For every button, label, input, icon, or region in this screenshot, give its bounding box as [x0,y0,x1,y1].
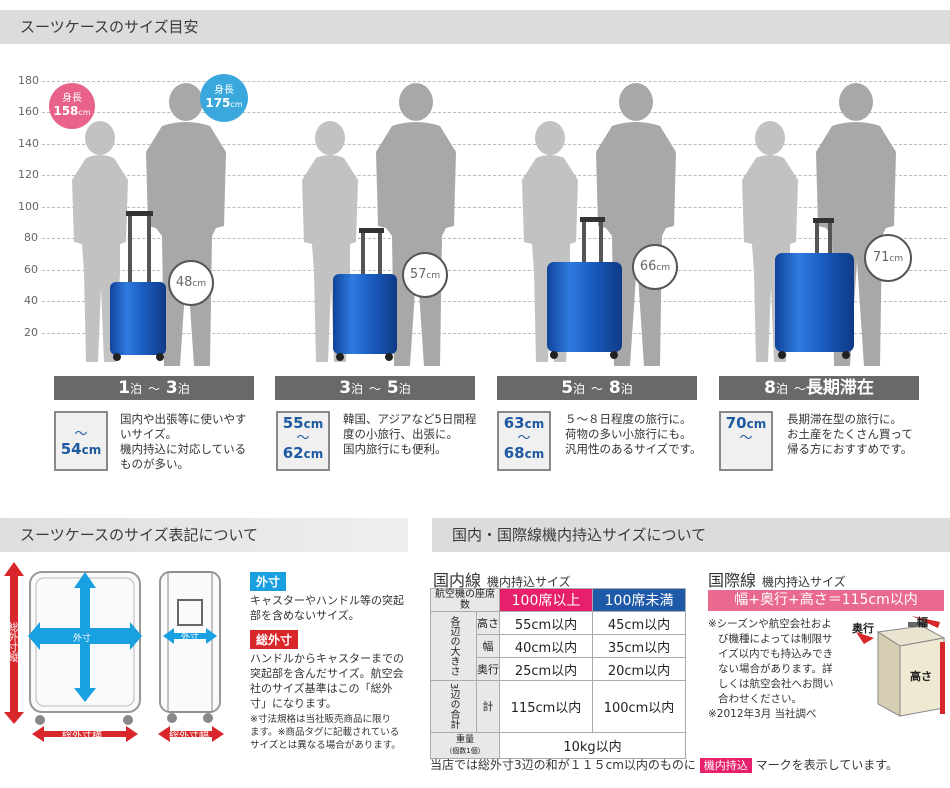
y-tick: 180 [18,74,39,87]
notation-section-title: スーツケースのサイズ表記について [0,518,408,552]
bubble-value: 66 [639,259,657,274]
size-range-box: 〜 54cm [54,411,108,471]
cell: 40cm以内 [499,634,593,658]
fig-total-depth-label: 総外寸幅 [169,731,209,742]
grid-line [42,238,947,239]
col-under-100: 100席未満 [592,588,686,612]
carryon-badge: 機内持込 [699,758,752,773]
fig-width-label: 幅 [917,616,928,629]
trip-description: 長期滞在型の旅行に。お土産をたくさん買って帰る方におすすめです。 [787,412,913,456]
notation-text: 外寸 キャスターやハンドル等の突起部を含めないサイズ。 総外寸 ハンドルからキャ… [250,571,415,752]
bubble-value: 57 [409,267,427,282]
grid-line [42,175,947,176]
fig-outer-label: 外寸 [181,633,200,643]
cell: 25cm以内 [499,657,593,681]
y-tick: 80 [24,231,38,244]
international-suitcase-figure [856,616,946,717]
fig-total-height-label: 総外寸縦 [6,622,17,662]
y-tick: 60 [24,263,38,276]
grid-line [42,207,947,208]
weight-cell: 10kg以内 [499,732,686,759]
size-range-box: 55cm 〜 62cm [276,411,330,471]
domestic-carryon-table: 航空機の座席数 100席以上 100席未満 各辺の大きさ 高さ 55cm以内 4… [430,588,686,759]
international-title: 国際線機内持込サイズ [708,571,846,590]
female-height-bubble: 身長 158cm [49,83,95,129]
bubble-value: 48 [175,275,193,290]
y-tick: 140 [18,137,39,150]
y-tick: 120 [18,168,39,181]
cell: 20cm以内 [592,657,686,681]
grid-line [42,112,947,113]
suitcase-height-bubble: 48cm [168,260,214,306]
footer-note: 当店では総外寸3辺の和が１１５cm以内のものに 機内持込 マークを表示しています… [430,758,899,773]
y-tick: 20 [24,326,38,339]
fig-total-width-label: 総外寸横 [62,731,102,742]
domestic-title: 国内線機内持込サイズ [433,571,571,590]
international-size-banner: 幅+奥行+高さ＝115cm以内 [708,590,944,611]
size-range-box: 63cm 〜 68cm [497,411,551,471]
sum-label: 計 [476,680,500,733]
notation-note: ※寸法規格は当社販売商品に限ります。※商品タグに記載されているサイズとは異なる場… [250,714,401,751]
height-unit: cm [230,100,243,109]
grid-line [42,270,947,271]
height-value: 175 [205,96,231,110]
bubble-unit: cm [656,263,671,273]
trip-bar: 5泊 〜 8泊 [497,376,697,400]
row-label: 高さ [476,611,500,635]
suitcase-dimension-figure [4,562,224,742]
suitcase-illustrations [110,211,854,361]
weight-label: 重量（個数1個） [430,732,500,759]
height-label: 身長 [214,85,234,96]
y-tick: 40 [24,294,38,307]
trip-description: ５～８日程度の旅行に。荷物の多い小旅行にも。汎用性のあるサイズです。 [565,412,702,456]
y-tick: 100 [18,200,39,213]
group-label: 各辺の大きさ [430,611,477,681]
seat-count-header: 航空機の座席数 [430,588,500,612]
col-100-plus: 100席以上 [499,588,593,612]
total-size-desc: ハンドルからキャスターまでの突起部を含んだサイズ。航空会社のサイズ基準はこの「総… [250,652,404,710]
sum-cell: 115cm以内 [499,680,593,733]
grid-line [42,81,947,82]
height-unit: cm [78,108,91,117]
trip-description: 韓国、アジアなど5日間程度の小旅行、出張に。国内旅行にも便利。 [343,412,477,456]
trip-description: 国内や出張等に使いやすいサイズ。機内持込に対応しているものが多い。 [120,412,247,471]
height-value: 158 [53,104,79,118]
fig-outer-label: 外寸 [73,634,92,644]
trip-bar: 1泊 〜 3泊 [54,376,254,400]
cell: 45cm以内 [592,611,686,635]
cell: 55cm以内 [499,611,593,635]
row-label: 幅 [476,634,500,658]
sum-group-label: 3辺の合計 [430,680,477,733]
suitcase-height-bubble: 57cm [402,252,448,298]
bubble-value: 71 [872,250,890,265]
grid-line [42,144,947,145]
fig-height-label: 高さ [910,670,932,683]
suitcase-height-bubble: 71cm [864,234,912,282]
male-height-bubble: 身長 175cm [200,74,248,122]
height-label: 身長 [62,93,82,104]
fig-depth-label: 奥行 [852,622,874,635]
cell: 35cm以内 [592,634,686,658]
international-notes: ※シーズンや航空会社および機種によっては制限サイズ以内でも持込みできない場合があ… [708,618,834,720]
guide-section-title: スーツケースのサイズ目安 [0,10,950,44]
trip-bar: 8泊 〜長期滞在 [719,376,919,400]
suitcase-height-bubble: 66cm [632,244,678,290]
trip-bar: 3泊 〜 5泊 [275,376,475,400]
size-range-box: 70cm 〜 [719,411,773,471]
sum-cell: 100cm以内 [592,680,686,733]
bubble-unit: cm [889,254,904,264]
carryon-section-title: 国内・国際線機内持込サイズについて [432,518,950,552]
outer-size-desc: キャスターやハンドル等の突起部を含めないサイズ。 [250,594,404,622]
grid-line [42,333,947,334]
y-tick: 160 [18,105,39,118]
outer-size-tag: 外寸 [250,572,287,591]
bubble-unit: cm [192,279,207,289]
grid-line [42,301,947,302]
row-label: 奥行 [476,657,500,681]
total-size-tag: 総外寸 [250,630,299,649]
bubble-unit: cm [426,271,441,281]
